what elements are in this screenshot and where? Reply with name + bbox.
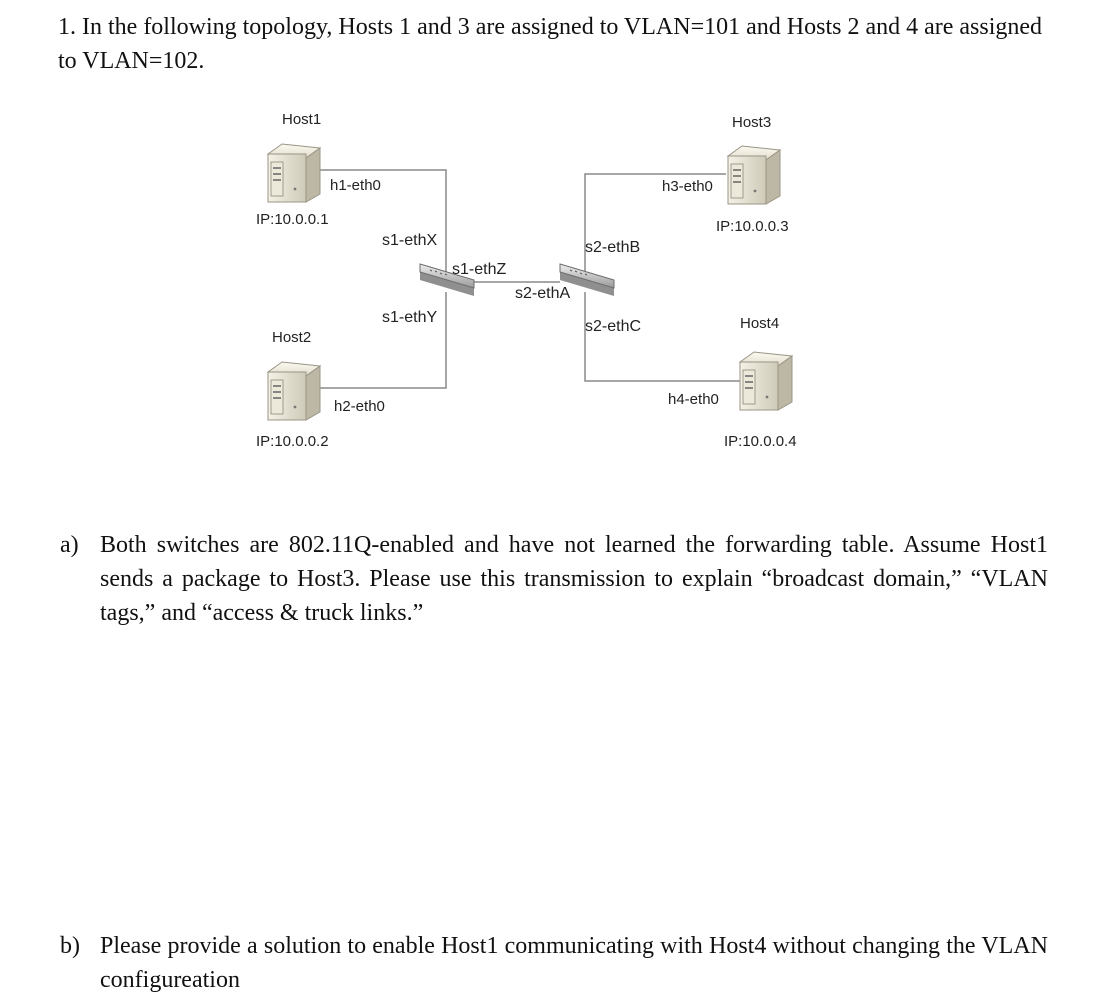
part-a-text: Both switches are 802.11Q-enabled and ha… bbox=[100, 532, 1048, 626]
host4-iface: h4-eth0 bbox=[668, 391, 719, 408]
server-icon bbox=[726, 145, 782, 205]
link-h2-s1 bbox=[318, 292, 447, 389]
link-h4-s2 bbox=[584, 292, 740, 382]
host1-name: Host1 bbox=[282, 111, 321, 128]
links bbox=[318, 169, 740, 389]
part-b-text: Please provide a solution to enable Host… bbox=[100, 933, 1048, 993]
part-b-label: b) bbox=[60, 933, 80, 959]
switch-s2-ports bbox=[569, 269, 588, 276]
host1-iface: h1-eth0 bbox=[330, 177, 381, 194]
host3-ip: IP:10.0.0.3 bbox=[716, 218, 789, 235]
host3-iface: h3-eth0 bbox=[662, 178, 713, 195]
server-icon bbox=[738, 351, 794, 411]
host3-name: Host3 bbox=[732, 114, 771, 131]
part-a-label: a) bbox=[60, 532, 79, 558]
server-icon bbox=[266, 361, 322, 421]
s2-ethb-label: s2-ethB bbox=[585, 239, 640, 256]
s1-ethy-label: s1-ethY bbox=[382, 309, 437, 326]
host4-ip: IP:10.0.0.4 bbox=[724, 433, 797, 450]
host4-name: Host4 bbox=[740, 315, 779, 332]
host2-ip: IP:10.0.0.2 bbox=[256, 433, 329, 450]
s1-ethx-label: s1-ethX bbox=[382, 232, 437, 249]
question-part-a: a) Both switches are 802.11Q-enabled and… bbox=[60, 528, 1048, 630]
topology-diagram: Host1 h1-eth0 IP:10.0.0.1 Host2 h2-eth0 … bbox=[256, 111, 797, 450]
switch-s2 bbox=[559, 263, 615, 296]
s2-etha-label: s2-ethA bbox=[515, 285, 570, 302]
server-icon bbox=[266, 143, 322, 203]
s1-ethz-label: s1-ethZ bbox=[452, 261, 506, 278]
host1-ip: IP:10.0.0.1 bbox=[256, 211, 329, 228]
question-part-b: b) Please provide a solution to enable H… bbox=[60, 929, 1048, 997]
link-h1-s1 bbox=[318, 169, 447, 272]
s2-ethc-label: s2-ethC bbox=[585, 318, 641, 335]
switch-s1-ports bbox=[429, 269, 448, 276]
link-h3-s2 bbox=[584, 173, 726, 272]
question-intro: 1. In the following topology, Hosts 1 an… bbox=[58, 14, 1043, 74]
host2-iface: h2-eth0 bbox=[334, 398, 385, 415]
switch-s1 bbox=[419, 263, 475, 296]
host2-name: Host2 bbox=[272, 329, 311, 346]
